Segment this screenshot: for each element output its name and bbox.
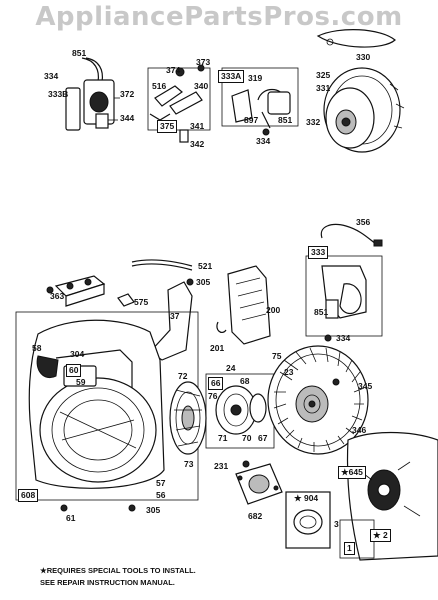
callout-37: 37 [170, 311, 180, 321]
baffle-37 [149, 281, 193, 361]
callout-356: 356 [356, 217, 371, 227]
callout-76: 76 [208, 391, 218, 401]
callout-851b: 851 [278, 115, 293, 125]
flywheel-fan [267, 345, 369, 455]
callout-201: 201 [210, 343, 225, 353]
callout-645: ★645 [338, 466, 366, 479]
callout-231: 231 [214, 461, 229, 471]
crankcase-corner [346, 431, 438, 561]
callout-319: 319 [248, 73, 263, 83]
callout-71: 71 [218, 433, 228, 443]
callout-516: 516 [152, 81, 167, 91]
note-repair-manual: SEE REPAIR INSTRUCTION MANUAL. [40, 578, 175, 587]
armature-assembly [65, 57, 120, 131]
callout-333: 333 [308, 246, 329, 259]
callout-575: 575 [134, 297, 149, 307]
callout-904: ★ 904 [294, 493, 319, 503]
callout-340: 340 [194, 81, 209, 91]
callout-521: 521 [198, 261, 213, 271]
callout-61: 61 [66, 513, 76, 523]
clip-575 [117, 293, 135, 307]
screw-231 [242, 460, 250, 468]
callout-70: 70 [242, 433, 252, 443]
callout-3: 3 [334, 519, 339, 529]
module-box [305, 255, 383, 337]
condenser-group [221, 67, 299, 136]
seal-904 [293, 509, 323, 535]
callout-332: 332 [306, 117, 321, 127]
callout-374: 374 [166, 65, 181, 75]
callout-2: ★ 2 [370, 529, 391, 542]
callout-333a: 333A [218, 70, 245, 83]
cable-521 [131, 259, 193, 267]
callout-682: 682 [248, 511, 263, 521]
callout-851: 851 [72, 48, 87, 58]
callout-66: 66 [208, 377, 224, 390]
blower-housing [28, 319, 165, 489]
callout-57: 57 [156, 478, 166, 488]
flywheel-top [316, 29, 405, 153]
callout-24: 24 [226, 363, 236, 373]
callout-375: 375 [157, 120, 178, 133]
callout-331: 331 [316, 83, 331, 93]
watermark: AppliancePartsPros.com [35, 2, 403, 32]
callout-330: 330 [356, 52, 371, 62]
spring-201 [216, 321, 227, 334]
callout-200: 200 [266, 305, 281, 315]
callout-60: 60 [66, 364, 82, 377]
callout-73: 73 [184, 459, 194, 469]
callout-334c: 334 [336, 333, 351, 343]
breaker-points-group [147, 64, 211, 143]
callout-72: 72 [178, 371, 188, 381]
callout-325: 325 [316, 70, 331, 80]
callout-608: 608 [18, 489, 39, 502]
callout-363: 363 [50, 291, 65, 301]
callout-373: 373 [196, 57, 211, 67]
callout-305b: 305 [146, 505, 161, 515]
callout-334b: 334 [256, 136, 271, 146]
callout-75: 75 [272, 351, 282, 361]
module-333 [321, 265, 367, 319]
callout-346: 346 [352, 425, 367, 435]
callout-23: 23 [284, 367, 294, 377]
note-special-tools: ★REQUIRES SPECIAL TOOLS TO INSTALL. [40, 566, 196, 575]
callout-56: 56 [156, 490, 166, 500]
screw-305 [128, 504, 136, 512]
callout-305: 305 [196, 277, 211, 287]
callout-59: 59 [76, 377, 86, 387]
wire-356 [320, 223, 383, 247]
callout-67: 67 [258, 433, 268, 443]
starter-clutch [169, 381, 207, 455]
callout-1: 1 [344, 542, 355, 555]
callout-68: 68 [240, 376, 250, 386]
screw-61 [60, 504, 68, 512]
callout-851c: 851 [314, 307, 329, 317]
callout-897: 897 [244, 115, 259, 125]
clutch-assembly [215, 385, 267, 435]
callout-334: 334 [44, 71, 59, 81]
callout-342: 342 [190, 139, 205, 149]
screw-345 [332, 378, 340, 386]
callout-304: 304 [70, 349, 85, 359]
callout-345: 345 [358, 381, 373, 391]
bracket-363 [46, 275, 106, 307]
callout-333b: 333B [48, 89, 69, 99]
plate-682 [235, 463, 283, 505]
screw-334 [324, 334, 332, 342]
callout-341: 341 [190, 121, 205, 131]
callout-344: 344 [120, 113, 135, 123]
air-guide-200 [227, 265, 271, 345]
callout-372: 372 [120, 89, 135, 99]
callout-58: 58 [32, 343, 42, 353]
screw-305-top [186, 278, 194, 286]
